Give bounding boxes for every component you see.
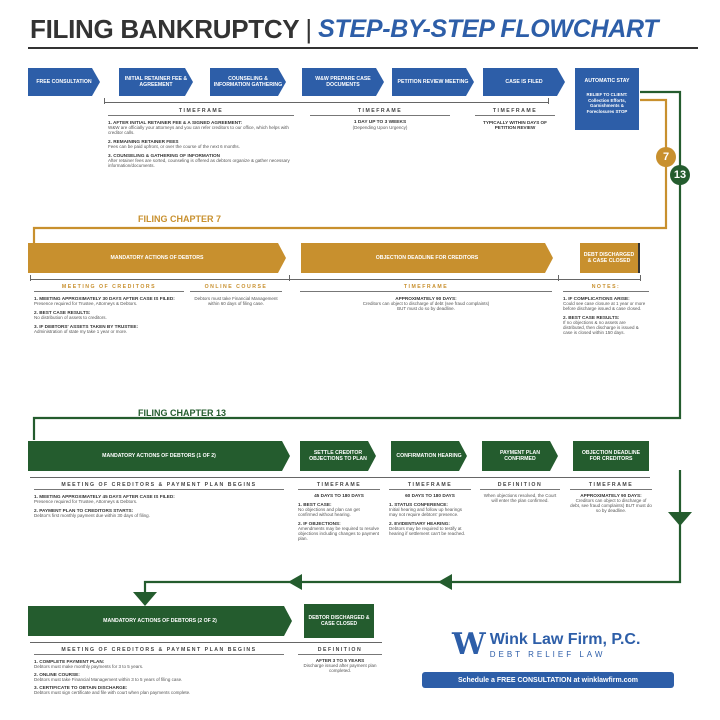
green-arrow-down-right [668,512,692,526]
brand-logo: W Wink Law Firm, P.C. DEBT RELIEF LAW [452,627,640,662]
ch13-row2-definition-title: AFTER 3 TO 5 YEARS [315,658,365,663]
ch13-debtor-discharged: DEBTOR DISCHARGED & CASE CLOSED [304,604,374,638]
ch13-deadline-text: Creditors can object to discharge of deb… [570,498,652,513]
ch13-meeting-column: MEETING OF CREDITORS & PAYMENT PLAN BEGI… [34,482,284,522]
ch13-definition-header: DEFINITION [497,482,543,488]
ch13-objection-deadline: OBJECTION DEADLINE FOR CREDITORS [573,441,649,471]
green-arrow-left-2 [288,574,302,590]
automatic-stay-label: AUTOMATIC STAY [584,78,630,84]
ch13-meeting-header: MEETING OF CREDITORS & PAYMENT PLAN BEGI… [61,482,257,488]
row1-timeframe-mid-header: TIMEFRAME [357,108,403,114]
step-prepare-documents: W&W PREPARE CASE DOCUMENTS [302,68,384,96]
ch7-online-text: Debtors must take Financial Management w… [194,296,278,306]
row1-mid-timeframe-sub: (Depending Upon Urgency) [352,125,408,130]
ch13-row2-definition-column: DEFINITION AFTER 3 TO 5 YEARS Discharge … [298,647,382,673]
row1-bracket [104,102,549,103]
row1-mid-timeframe: 1 DAY UP TO 3 WEEKS [353,120,407,125]
ch7-online-column: ONLINE COURSE Debtors must take Financia… [190,284,282,306]
ch13-row2-definition-header: DEFINITION [317,647,363,653]
ch7-notes-column: NOTES: 1. IF COMPLICATIONS ARISE:Could s… [563,284,649,339]
ch13-deadline-column: TIMEFRAME APPROXIMATELY 90 DAYS: Credito… [570,482,652,513]
ch7-online-header: ONLINE COURSE [204,284,268,290]
logo-mark-icon: W [452,627,486,662]
page-title: FILING BANKRUPTCY | STEP-BY-STEP FLOWCHA… [30,13,659,44]
brand-tagline: DEBT RELIEF LAW [489,649,606,659]
row1-timeframe-right-header: TIMEFRAME [492,108,538,114]
title-left: FILING BANKRUPTCY [30,13,300,44]
ch13-deadline-header: TIMEFRAME [588,482,634,488]
ch13-mandatory-actions-1: MANDATORY ACTIONS OF DEBTORS (1 of 2) [28,441,290,471]
ch13-confirmation-column: TIMEFRAME 60 DAYS TO 180 DAYS 1. STATUS … [389,482,471,540]
ch13-deadline-title: APPROXIMATELY 90 DAYS: [580,493,642,498]
ch13-row2-bracket [30,642,382,643]
green-arrow-down-left [133,592,157,606]
row1-bracket-left [104,98,105,104]
ch7-debt-discharged: DEBT DISCHARGED & CASE CLOSED [580,243,640,273]
ch13-settle-timeframe: 45 DAYS TO 180 DAYS [314,493,364,498]
ch13-confirmation-timeframe: 60 DAYS TO 180 DAYS [405,493,455,498]
step-free-consultation: FREE CONSULTATION [28,68,100,96]
ch7-timeframe-title: APPROXIMATELY 90 DAYS: [395,296,457,301]
row1-timeframe-mid: TIMEFRAME 1 DAY UP TO 3 WEEKS (Depending… [310,108,450,130]
automatic-stay-detail: RELIEF TO CLIENT: Collection Efforts, Ga… [586,92,628,115]
step-case-filed: CASE IS FILED [483,68,565,96]
ch7-notes-header: NOTES: [591,284,621,290]
step-automatic-stay: AUTOMATIC STAY RELIEF TO CLIENT: Collect… [575,68,639,130]
green-arrow-left-1 [438,574,452,590]
ch7-objection-deadline: OBJECTION DEADLINE FOR CREDITORS [301,243,553,273]
row1-timeframe-left-header: TIMEFRAME [178,108,224,114]
row1-timeframe-right: TIMEFRAME TYPICALLY WITHIN DAYS OF PETIT… [475,108,555,130]
gold-connector [32,98,668,245]
ch13-definition-text: When objections resolved, the Court will… [483,493,557,503]
row1-timeframe-left: TIMEFRAME 1. AFTER INITIAL RETAINER FEE … [108,108,294,172]
row1-item-2: 2. REMAINING RETAINER FEES Fees can be p… [108,139,240,149]
ch7-timeframe-column: TIMEFRAME APPROXIMATELY 90 DAYS: Credito… [300,284,552,311]
cta-banner[interactable]: Schedule a FREE CONSULTATION at winklawf… [422,672,674,688]
chapter7-heading: FILING CHAPTER 7 [138,214,222,224]
cta-text: Schedule a FREE CONSULTATION at winklawf… [457,676,639,684]
step-initial-retainer: INITIAL RETAINER FEE & AGREEMENT [119,68,193,96]
ch13-settle-objections: SETTLE CREDITOR OBJECTIONS TO PLAN [300,441,376,471]
row1-item-3: 3. COUNSELING & GATHERING OF INFORMATION… [108,153,290,168]
step-petition-review: PETITION REVIEW MEETING [392,68,474,96]
chapter13-heading: FILING CHAPTER 13 [138,408,227,418]
green-connector [32,90,682,440]
ch7-timeframe-header: TIMEFRAME [403,284,449,290]
ch7-bracket [30,279,640,280]
ch13-settle-column: TIMEFRAME 45 DAYS TO 180 DAYS 1. BEST CA… [298,482,380,541]
row1-item-1: 1. AFTER INITIAL RETAINER FEE & A SIGNED… [108,120,289,135]
ch13-row2-definition-text: Discharge issued after payment plan comp… [303,663,377,673]
title-underline [28,47,698,49]
row1-bracket-right [548,98,549,104]
ch13-definition-column: DEFINITION When objections resolved, the… [480,482,560,503]
step-counseling: COUNSELING & INFORMATION GATHERING [210,68,286,96]
ch7-meeting-column: MEETING OF CREDITORS 1. MEETING APPROXIM… [34,284,184,338]
brand-name: Wink Law Firm, P.C. [489,630,641,648]
badge-chapter-13: 13 [670,165,690,185]
row1-right-timeframe: TYPICALLY WITHIN DAYS OF PETITION REVIEW [483,120,547,130]
title-separator: | [305,13,313,44]
ch13-payment-plan-confirmed: PAYMENT PLAN CONFIRMED [482,441,558,471]
brand-text: Wink Law Firm, P.C. DEBT RELIEF LAW [490,631,641,659]
title-right: STEP-BY-STEP FLOWCHART [318,14,659,43]
ch13-row2-meeting-column: MEETING OF CREDITORS & PAYMENT PLAN BEGI… [34,647,284,695]
ch13-row2-meeting-header: MEETING OF CREDITORS & PAYMENT PLAN BEGI… [61,647,257,653]
ch13-mandatory-actions-2: MANDATORY ACTIONS OF DEBTORS (2 of 2) [28,606,292,636]
ch7-mandatory-actions: MANDATORY ACTIONS OF DEBTORS [28,243,286,273]
ch13-confirmation-header: TIMEFRAME [407,482,453,488]
ch13-bracket [30,477,650,478]
ch13-settle-header: TIMEFRAME [316,482,362,488]
ch13-confirmation-hearing: CONFIRMATION HEARING [391,441,467,471]
ch7-timeframe-text: Creditors can object to discharge of deb… [362,301,490,311]
ch7-meeting-header: MEETING OF CREDITORS [61,284,157,290]
badge-chapter-7: 7 [656,147,676,167]
